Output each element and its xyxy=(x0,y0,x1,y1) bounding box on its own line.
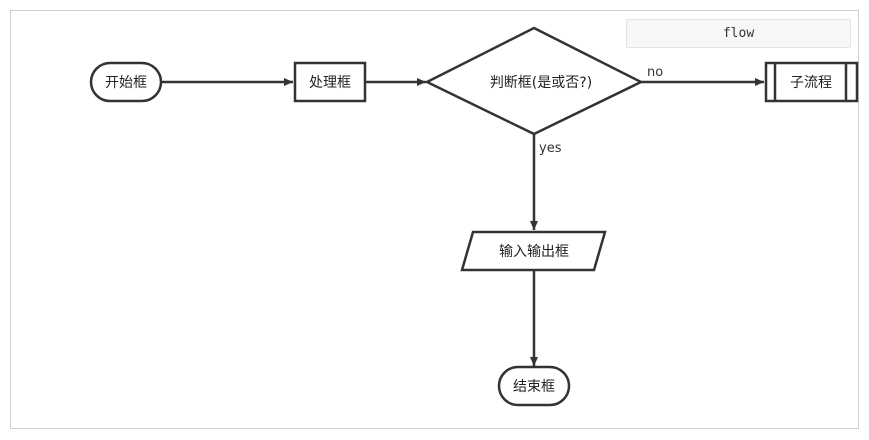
start-node-label: 开始框 xyxy=(105,75,147,91)
end-node-label: 结束框 xyxy=(513,379,555,395)
io-node-label: 输入输出框 xyxy=(499,244,569,260)
edge-label-yes: yes xyxy=(539,141,562,156)
language-badge: flow xyxy=(626,19,851,48)
subroutine-node-label: 子流程 xyxy=(790,75,832,91)
subroutine-node-shape xyxy=(764,61,859,103)
process-node: 处理框 xyxy=(293,61,367,103)
decision-node-shape xyxy=(424,26,644,136)
edges xyxy=(161,78,764,366)
subroutine-node: 子流程 xyxy=(764,61,859,103)
start-node: 开始框 xyxy=(89,61,163,103)
start-node-shape xyxy=(89,61,163,103)
process-node-shape xyxy=(293,61,367,103)
process-node-label: 处理框 xyxy=(309,75,351,91)
decision-node-label: 判断框(是或否?) xyxy=(490,75,592,91)
io-node: 输入输出框 xyxy=(460,230,607,272)
decision-node: 判断框(是或否?) xyxy=(424,26,644,136)
end-node-shape xyxy=(497,365,571,407)
end-node: 结束框 xyxy=(497,365,571,407)
io-node-shape xyxy=(460,230,607,272)
edge-label-no: no xyxy=(647,65,663,80)
